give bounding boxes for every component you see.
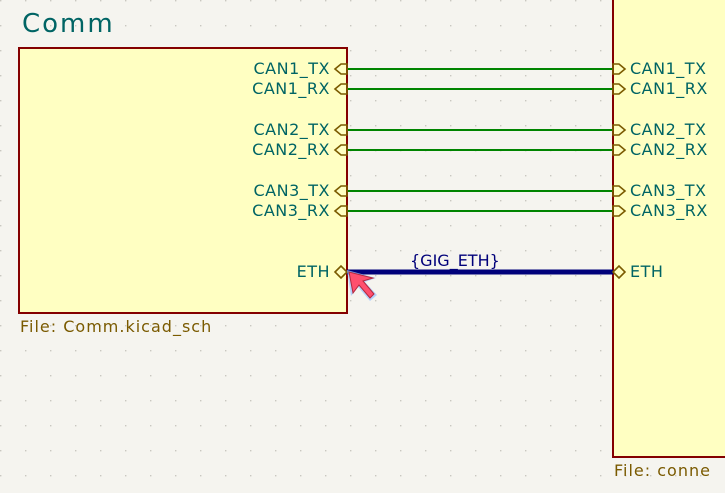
bus-label[interactable]: {GIG_ETH} [410, 251, 500, 270]
wires [347, 68, 613, 212]
pin-label-can1-tx[interactable]: CAN1_TX [253, 59, 330, 78]
pin-label-can3-rx-right[interactable]: CAN3_RX [630, 201, 708, 220]
mouse-cursor-icon [347, 270, 377, 301]
sheet-name[interactable]: Comm [22, 9, 115, 39]
pin-icon[interactable] [333, 83, 348, 95]
right-sheet-pins [611, 63, 627, 280]
pin-icon[interactable] [612, 124, 627, 136]
pin-icon[interactable] [333, 63, 348, 75]
pin-label-can1-rx[interactable]: CAN1_RX [252, 79, 330, 98]
pin-label-can3-rx[interactable]: CAN3_RX [252, 201, 330, 220]
sheet-right[interactable] [612, 0, 725, 458]
pin-label-can2-rx[interactable]: CAN2_RX [252, 140, 330, 159]
sheet-file-label[interactable]: File: Comm.kicad_sch [20, 317, 213, 336]
pin-icon[interactable] [612, 63, 627, 75]
pin-icon[interactable] [612, 83, 627, 95]
pin-icon[interactable] [611, 264, 627, 280]
pin-icon[interactable] [333, 124, 348, 136]
pin-icon[interactable] [333, 185, 348, 197]
pin-icon[interactable] [612, 205, 627, 217]
left-sheet-pins [333, 63, 349, 280]
pin-icon[interactable] [333, 264, 349, 280]
pin-label-can2-rx-right[interactable]: CAN2_RX [630, 140, 708, 159]
pin-label-eth[interactable]: ETH [296, 262, 330, 281]
pin-label-can1-rx-right[interactable]: CAN1_RX [630, 79, 708, 98]
pin-icon[interactable] [612, 144, 627, 156]
pin-icon[interactable] [612, 185, 627, 197]
pin-label-eth-right[interactable]: ETH [630, 262, 664, 281]
pin-label-can1-tx-right[interactable]: CAN1_TX [630, 59, 707, 78]
pin-label-can2-tx-right[interactable]: CAN2_TX [630, 120, 707, 139]
pin-label-can2-tx[interactable]: CAN2_TX [253, 120, 330, 139]
pin-icon[interactable] [333, 144, 348, 156]
pin-icon[interactable] [333, 205, 348, 217]
sheet-comm[interactable] [18, 47, 348, 314]
pin-label-can3-tx-right[interactable]: CAN3_TX [630, 181, 707, 200]
pin-label-can3-tx[interactable]: CAN3_TX [253, 181, 330, 200]
sheet-file-label-right[interactable]: File: conne [614, 461, 711, 480]
